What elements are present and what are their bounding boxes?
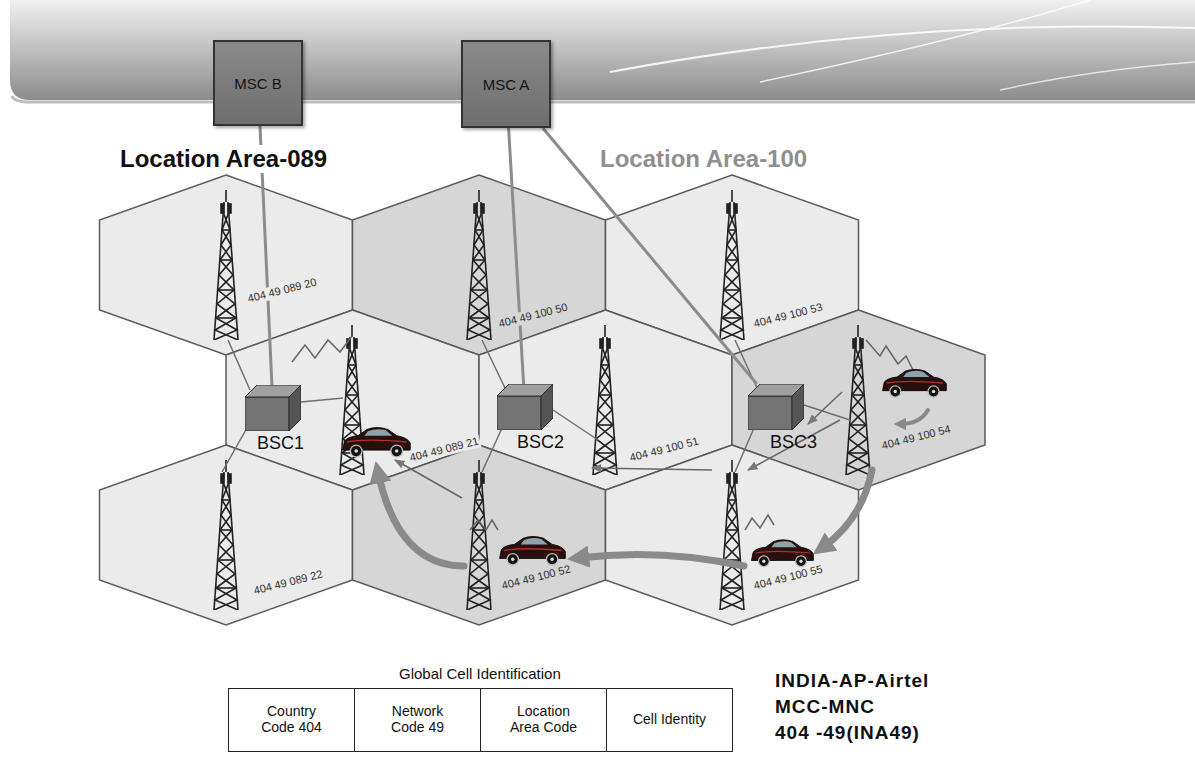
table-cell: Location Area Code xyxy=(507,704,581,735)
bsc-label: BSC1 xyxy=(257,433,304,454)
operator-info: INDIA-AP-Airtel xyxy=(775,670,929,692)
table-cell-box: Network Code 49 xyxy=(354,688,481,752)
table-cell-box: Location Area Code xyxy=(480,688,607,752)
bsc-label: BSC2 xyxy=(517,432,564,453)
table-cell: Network Code 49 xyxy=(381,704,455,735)
bsc-cube xyxy=(245,385,301,431)
table-cell-box: Cell Identity xyxy=(606,688,733,752)
bsc-cube xyxy=(748,384,804,430)
table-cell: Cell Identity xyxy=(633,712,706,728)
operator-info: MCC-MNC xyxy=(775,696,875,718)
location-area-title: Location Area-089 xyxy=(118,145,329,173)
bsc-box: BSC3 xyxy=(748,384,804,430)
msc-bsc-link xyxy=(509,128,524,384)
bsc-label: BSC3 xyxy=(770,432,817,453)
operator-info: 404 -49(INA49) xyxy=(775,722,920,744)
msc-label: MSC B xyxy=(234,75,282,92)
bsc-box: BSC1 xyxy=(245,385,301,431)
table-cell: Country Code 404 xyxy=(255,704,329,735)
msc-box: MSC A xyxy=(461,40,551,128)
bsc-box: BSC2 xyxy=(497,384,553,430)
table-caption: Global Cell Identification xyxy=(399,665,561,682)
bsc-cube xyxy=(497,384,553,430)
msc-box: MSC B xyxy=(213,40,303,126)
table-cell-box: Country Code 404 xyxy=(228,688,355,752)
location-area-title: Location Area-100 xyxy=(598,145,809,173)
msc-label: MSC A xyxy=(483,76,530,93)
